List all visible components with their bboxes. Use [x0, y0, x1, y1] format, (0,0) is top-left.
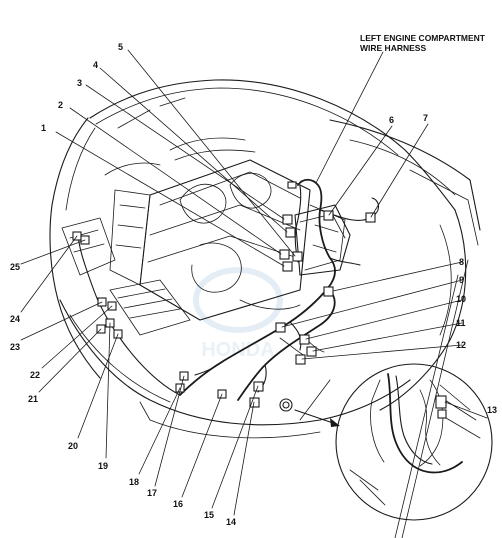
callout-16: 16 [173, 499, 183, 509]
callout-8: 8 [459, 257, 464, 267]
callout-2: 2 [58, 100, 63, 110]
callout-18: 18 [129, 477, 139, 487]
harness-clip [287, 181, 297, 189]
callout-3: 3 [77, 78, 82, 88]
callout-20: 20 [68, 441, 78, 451]
honda-watermark: HONDA [193, 267, 283, 361]
connector-10 [299, 334, 310, 345]
detail-inset [335, 363, 493, 521]
connector-11 [306, 346, 317, 357]
callout-6: 6 [389, 115, 394, 125]
connector-5 [292, 251, 303, 262]
callout-24: 24 [10, 314, 20, 324]
connector-9 [275, 322, 286, 333]
connector-4 [285, 227, 296, 238]
callout-1: 1 [41, 123, 46, 133]
callout-17: 17 [147, 488, 157, 498]
callout-labels: 1 2 3 4 5 6 7 8 9 10 11 12 13 14 15 16 1… [10, 42, 497, 527]
callout-11: 11 [456, 318, 466, 328]
engine-assembly [104, 137, 351, 321]
callout-14: 14 [226, 517, 236, 527]
callout-22: 22 [30, 370, 40, 380]
connector-15 [253, 381, 264, 392]
connector-2 [279, 249, 290, 260]
connector-6 [323, 210, 334, 221]
leader-lines [20, 49, 463, 516]
connector-12 [295, 354, 306, 365]
vehicle-outline [49, 79, 481, 538]
callout-21: 21 [28, 394, 38, 404]
callout-5: 5 [118, 42, 123, 52]
callout-13: 13 [487, 405, 497, 415]
harness-title-line1: LEFT ENGINE COMPARTMENT [360, 33, 486, 43]
connector-7 [365, 212, 376, 223]
callout-10: 10 [456, 294, 466, 304]
callout-7: 7 [423, 113, 428, 123]
connector-8 [323, 286, 334, 297]
connector-3 [282, 214, 293, 225]
connector-14 [249, 397, 260, 408]
watermark-text: HONDA [201, 339, 274, 361]
callout-15: 15 [204, 510, 214, 520]
callout-9: 9 [459, 275, 464, 285]
connector-13 [435, 395, 447, 409]
connector-1 [282, 261, 293, 272]
callout-23: 23 [10, 342, 20, 352]
callout-19: 19 [98, 461, 108, 471]
callout-12: 12 [456, 340, 466, 350]
connectors [72, 181, 376, 412]
callout-25: 25 [10, 262, 20, 272]
harness-title-line2: WIRE HARNESS [360, 43, 426, 53]
callout-4: 4 [93, 60, 98, 70]
